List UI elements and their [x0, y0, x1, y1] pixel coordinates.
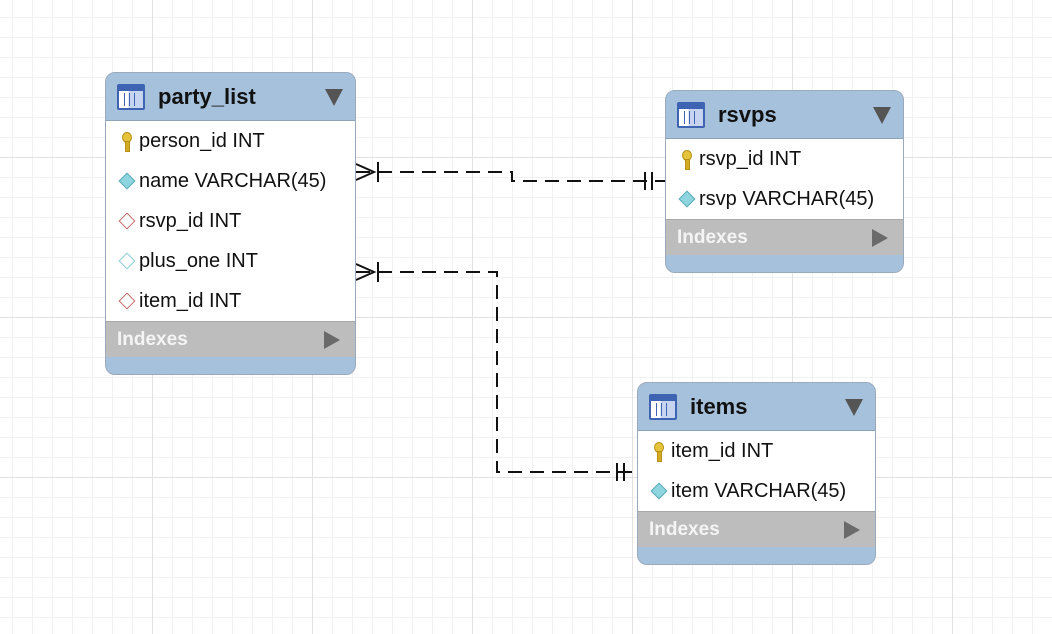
column-diamond-filled-icon [649, 481, 669, 501]
indexes-section[interactable]: Indexes [638, 511, 875, 547]
column-label: item VARCHAR(45) [671, 479, 847, 502]
column-label: rsvp VARCHAR(45) [699, 187, 875, 210]
column-label: item_id INT [139, 289, 242, 312]
table-title: party_list [158, 83, 256, 109]
relationship-party-list-items[interactable] [355, 262, 637, 481]
foreign-key-diamond-icon [117, 211, 137, 231]
crows-foot-many-icon [355, 162, 379, 182]
table-title: rsvps [718, 101, 777, 127]
column-diamond-outline-icon [117, 251, 137, 271]
collapse-triangle-icon[interactable] [873, 107, 891, 124]
table-footer [638, 547, 875, 564]
foreign-key-diamond-icon [117, 291, 137, 311]
column-row[interactable]: rsvp_id INT [106, 201, 355, 241]
column-label: plus_one INT [139, 249, 258, 272]
column-row[interactable]: name VARCHAR(45) [106, 161, 355, 201]
primary-key-icon [117, 131, 137, 152]
column-diamond-filled-icon [677, 189, 697, 209]
one-mandatory-icon [616, 463, 625, 481]
one-mandatory-icon [644, 172, 653, 190]
indexes-section[interactable]: Indexes [666, 219, 903, 255]
table-icon [649, 393, 677, 420]
crows-foot-many-icon [355, 262, 379, 282]
column-list: item_id INT item VARCHAR(45) [638, 431, 875, 511]
column-label: rsvp_id INT [139, 209, 242, 232]
expand-triangle-icon[interactable] [844, 521, 860, 539]
table-icon [677, 101, 705, 128]
table-party-list[interactable]: party_list person_id INT name VARCHAR(45… [105, 72, 356, 375]
table-header[interactable]: party_list [106, 73, 355, 121]
table-items[interactable]: items item_id INT item VARCHAR(45) Index… [637, 382, 876, 565]
indexes-section[interactable]: Indexes [106, 321, 355, 357]
table-header[interactable]: items [638, 383, 875, 431]
column-label: rsvp_id INT [699, 147, 802, 170]
table-footer [106, 357, 355, 374]
primary-key-icon [649, 441, 669, 462]
collapse-triangle-icon[interactable] [325, 89, 343, 106]
column-row[interactable]: person_id INT [106, 121, 355, 161]
expand-triangle-icon[interactable] [324, 331, 340, 349]
column-row[interactable]: item VARCHAR(45) [638, 471, 875, 511]
table-footer [666, 255, 903, 272]
primary-key-icon [677, 149, 697, 170]
table-header[interactable]: rsvps [666, 91, 903, 139]
table-title: items [690, 393, 748, 419]
column-row[interactable]: rsvp VARCHAR(45) [666, 179, 903, 219]
collapse-triangle-icon[interactable] [845, 399, 863, 416]
column-label: person_id INT [139, 129, 265, 152]
column-row[interactable]: plus_one INT [106, 241, 355, 281]
indexes-label: Indexes [677, 226, 748, 248]
column-list: rsvp_id INT rsvp VARCHAR(45) [666, 139, 903, 219]
column-row[interactable]: item_id INT [638, 431, 875, 471]
relationship-line [356, 171, 665, 182]
column-row[interactable]: item_id INT [106, 281, 355, 321]
indexes-label: Indexes [649, 518, 720, 540]
expand-triangle-icon[interactable] [872, 229, 888, 247]
column-row[interactable]: rsvp_id INT [666, 139, 903, 179]
column-label: name VARCHAR(45) [139, 169, 327, 192]
column-label: item_id INT [671, 439, 774, 462]
table-rsvps[interactable]: rsvps rsvp_id INT rsvp VARCHAR(45) Index… [665, 90, 904, 273]
table-icon [117, 83, 145, 110]
relationship-party-list-rsvps[interactable] [355, 162, 665, 190]
indexes-label: Indexes [117, 328, 188, 350]
column-diamond-filled-icon [117, 171, 137, 191]
column-list: person_id INT name VARCHAR(45) rsvp_id I… [106, 121, 355, 321]
relationship-line [356, 271, 637, 473]
